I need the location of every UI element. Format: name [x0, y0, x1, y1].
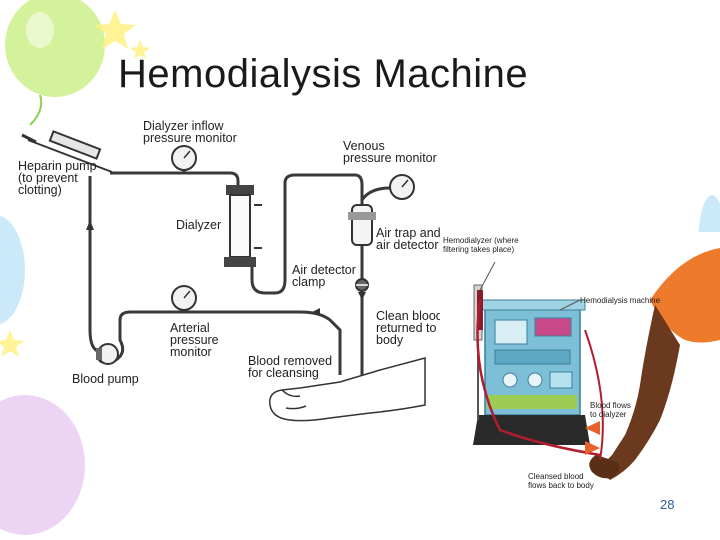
air-trap-icon — [348, 204, 376, 246]
balloon-purple — [0, 395, 85, 535]
inflow-monitor-label: Dialyzer inflow pressure monitor — [143, 119, 237, 145]
dialyzer-icon — [224, 185, 262, 267]
syringe-icon — [21, 130, 113, 173]
patient-hand — [589, 455, 620, 479]
venous-monitor-label: Venous pressure monitor — [343, 139, 437, 165]
dialyzer-label: Dialyzer — [176, 218, 222, 232]
patient-shirt — [650, 248, 720, 343]
return-tube — [584, 329, 604, 461]
clamp-label: Air detector clamp — [292, 263, 356, 289]
balloon-highlight — [26, 12, 54, 48]
arm-illustration — [269, 357, 426, 422]
arterial-gauge-icon — [171, 285, 197, 311]
hemodialyzer-label: Hemodialyzer (where filtering takes plac… — [443, 236, 519, 254]
balloon-string — [29, 94, 43, 126]
flow-back-arrow — [585, 441, 600, 455]
blood-pump-label: Blood pump — [72, 372, 139, 386]
blood-pump-icon — [96, 343, 119, 365]
venous-gauge-icon — [389, 174, 415, 200]
inflow-gauge-icon — [171, 145, 197, 171]
tube-top — [110, 171, 240, 198]
star-small — [130, 40, 150, 59]
patient-arm — [598, 305, 680, 480]
flow-to-dialyzer-arrow — [585, 421, 600, 435]
heparin-pump-label: Heparin pump (to prevent clotting) — [18, 159, 97, 197]
arterial-monitor-label: Arterial pressure monitor — [170, 321, 219, 359]
clamp-icon — [355, 278, 369, 292]
tube-venous-monitor — [360, 186, 391, 201]
blood-tube — [476, 299, 601, 457]
star-left — [0, 330, 24, 357]
blood-removed-label: Blood removed for cleansing — [248, 354, 333, 380]
star-yellow — [94, 10, 136, 49]
balloon-blue — [0, 215, 25, 325]
cleansed-blood-label: Cleansed blood flows back to body — [528, 472, 594, 490]
slide-number: 28 — [660, 497, 675, 512]
machine-base — [473, 415, 590, 445]
flow-arrow — [86, 220, 366, 316]
tube-dialyzer-out — [250, 173, 364, 295]
clean-blood-label: Clean blood returned to body — [376, 309, 443, 347]
air-trap-label: Air trap and air detector — [376, 226, 441, 252]
machine-label: Hemodialysis machine — [580, 296, 661, 305]
slide-title: Hemodialysis Machine — [118, 52, 529, 96]
blood-flows-label: Blood flows to dialyzer — [590, 401, 631, 419]
